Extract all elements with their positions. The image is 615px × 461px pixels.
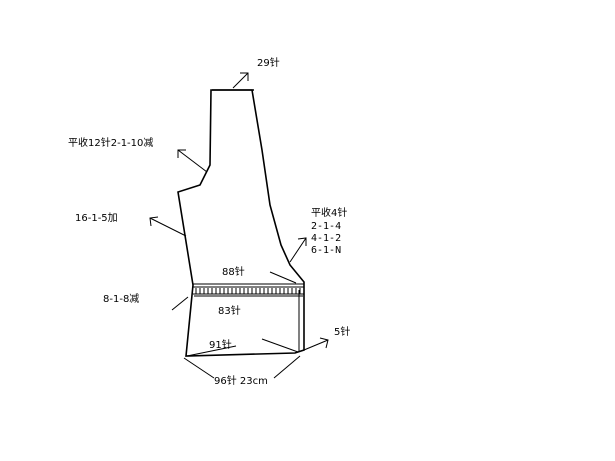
label-right-step-3: 6-1-N [311,245,341,256]
label-cast-on: 96针 23cm [214,374,268,387]
arrow-hem-left [186,345,237,357]
arrow-hem-height [303,337,329,351]
arrow-upper-rib-right [269,271,297,284]
arrow-hem-right [261,338,299,353]
arrow-side-decrease [171,296,189,311]
label-lower-rib-stitches: 83针 [218,304,241,317]
label-upper-rib-stitches: 88针 [222,265,245,278]
arrow-cast-on [183,355,301,379]
label-neck-stitches: 29针 [257,56,280,69]
label-right-bindoff: 平收4针 [311,206,347,219]
arrow-armhole [177,149,208,173]
label-side-decrease: 8-1-8减 [103,293,139,305]
label-side-increase: 16-1-5加 [75,212,118,224]
label-armhole-bindoff: 平收12针2-1-10减 [68,136,153,149]
label-right-step-1: 2-1-4 [311,221,341,232]
garment-upper-outline [177,89,305,357]
arrow-side-increase [149,216,187,237]
label-hem-stitches: 91针 [209,338,232,351]
arrow-right-bindoff [289,237,307,263]
rib-hatch [195,288,301,294]
label-right-step-2: 4-1-2 [311,233,341,244]
arrow-neck [232,72,249,89]
rib-band [193,283,304,297]
label-hem-height: 5针 [334,325,350,338]
